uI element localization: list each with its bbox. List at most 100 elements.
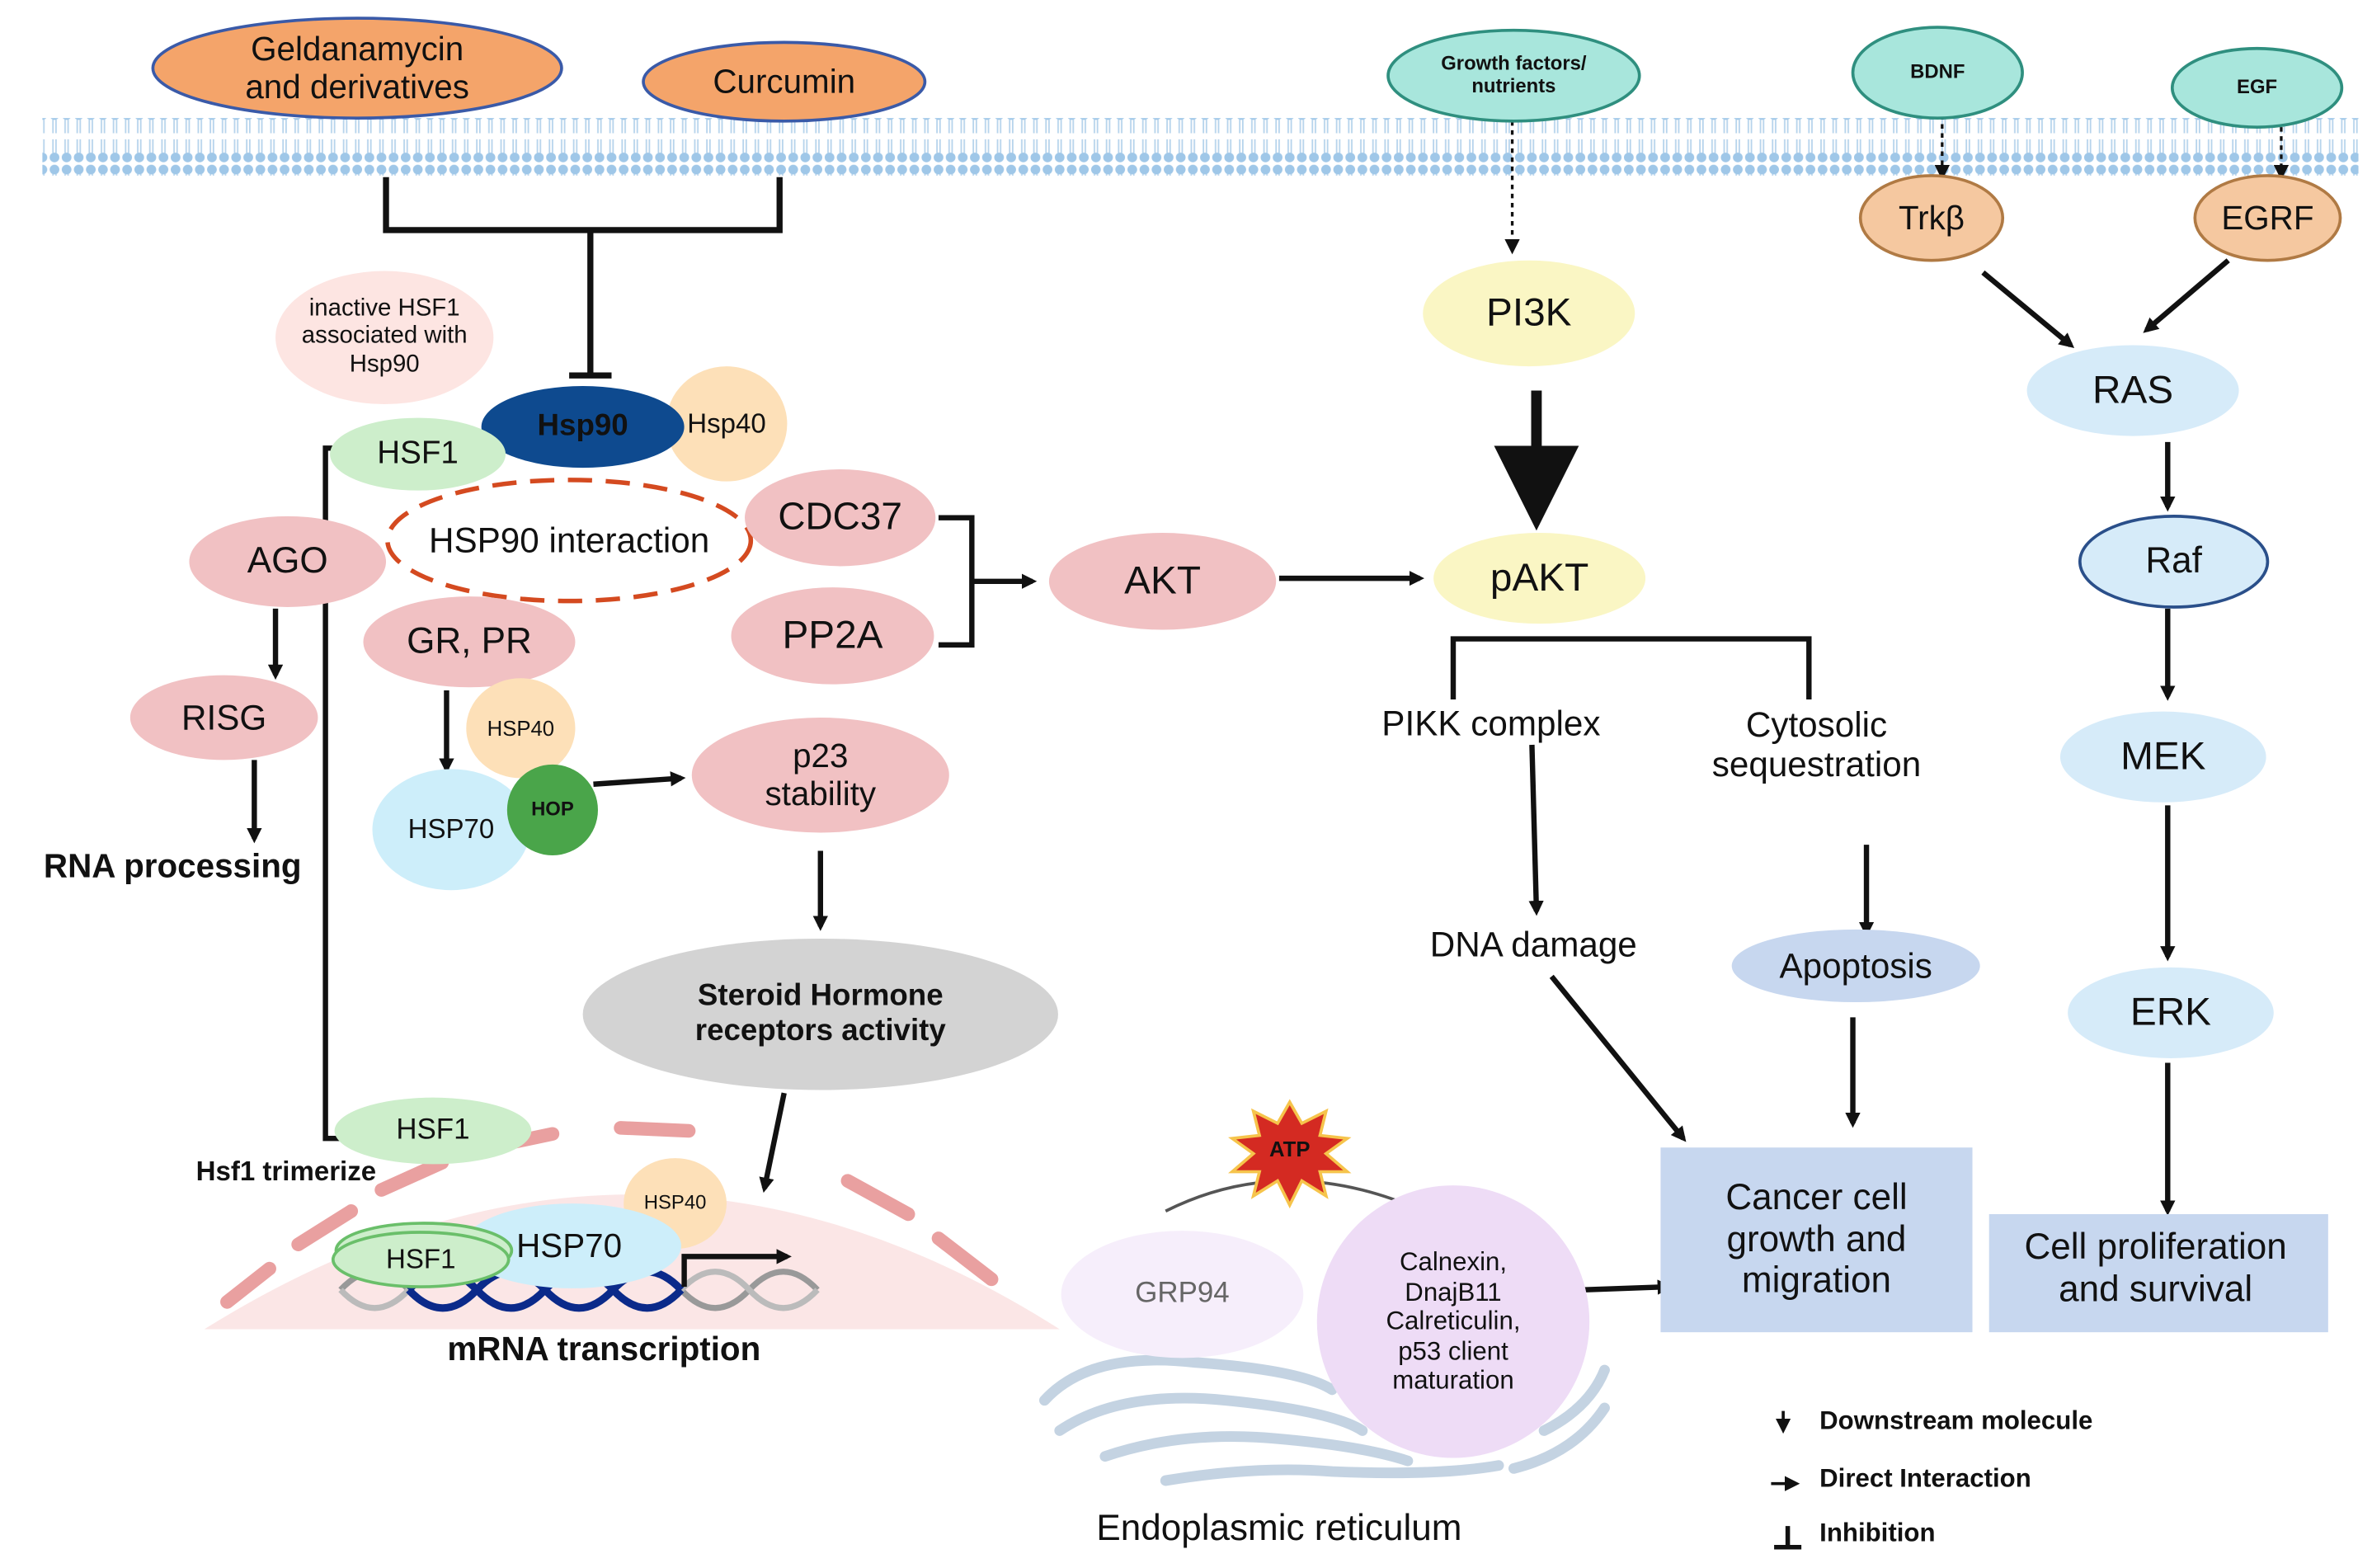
mek-ellipse: [2059, 711, 2266, 803]
hsp70-nuc-ellipse: [463, 1203, 681, 1288]
legend-downstream: Downstream molecule: [1819, 1406, 2093, 1435]
bracket-cdc37-pp2a: [938, 515, 975, 648]
ago-ellipse: [189, 516, 387, 607]
grpr-label: GR, PR: [407, 620, 532, 662]
inhibition-bracket: [383, 177, 783, 379]
apoptosis-label: Apoptosis: [1779, 945, 1932, 986]
proliferation-box: [1988, 1213, 2328, 1333]
pakt-ellipse: [1433, 533, 1646, 624]
erk-ellipse: [2068, 967, 2274, 1058]
atp-burst: [1228, 1099, 1352, 1209]
hsp40-mid-ellipse: [466, 678, 576, 779]
raf-label: Raf: [2145, 540, 2202, 582]
legend-direct: Direct Interaction: [1819, 1463, 2031, 1493]
hsf1-top-label: HSF1: [377, 436, 459, 471]
hsf1-trimer-label: HSF1: [396, 1114, 470, 1147]
er-membranes: [1039, 1354, 1610, 1486]
mrna-transcription-label: mRNA transcription: [447, 1330, 761, 1368]
hsf1-top-ellipse: [330, 417, 506, 491]
trkb-label: Trkβ: [1898, 199, 1965, 237]
hsp40-nuc-label: HSP40: [643, 1190, 707, 1214]
raf-ellipse: [2078, 515, 2270, 609]
pikk-complex-label: PIKK complex: [1381, 704, 1601, 743]
hsf1-trimer-ellipse: [334, 1097, 532, 1165]
cell-membrane: [42, 118, 2359, 176]
hsp70-nuc-label: HSP70: [516, 1227, 623, 1265]
arrow-egrf-ras: [2143, 258, 2230, 333]
arrow-trkb-ras: [1981, 270, 2075, 348]
egrf-ellipse: [2193, 174, 2342, 262]
grpr-ellipse: [363, 596, 576, 688]
hsp70-mid-ellipse: [372, 769, 530, 891]
pi3k-ellipse: [1423, 260, 1635, 367]
pp2a-ellipse: [731, 587, 934, 685]
hsp40-mid-label: HSP40: [487, 716, 555, 741]
curcumin-label: Curcumin: [713, 62, 856, 101]
apoptosis-ellipse: [1731, 929, 1980, 1003]
hsf1-trimerize-label: Hsf1 trimerize: [195, 1156, 377, 1187]
hsp90-interaction-label: HSP90 interaction: [428, 520, 710, 560]
hsp40-top-ellipse: [666, 366, 788, 482]
arrow-steroid-nucleus: [759, 1092, 787, 1194]
pakt-branch: [1450, 636, 1812, 699]
arrow-dna-cancer: [1549, 974, 1687, 1142]
hsp90-interaction-ellipse: [385, 478, 754, 604]
growth-factors-ellipse: [1386, 28, 1641, 123]
hsp40-top-label: Hsp40: [687, 407, 766, 439]
dna-damage-label: DNA damage: [1429, 925, 1637, 964]
hsf1-nuc-ellipse: [331, 1231, 511, 1288]
cdc37-ellipse: [745, 469, 936, 567]
legend-icons: [1771, 1410, 1802, 1550]
atp-label: ATP: [1269, 1137, 1311, 1161]
arrow-pikk-dna: [1528, 744, 1544, 916]
pp2a-label: PP2A: [782, 611, 883, 657]
hsf1-nuc-label: HSF1: [386, 1244, 456, 1274]
arrow-er-cancer: [1583, 1279, 1673, 1295]
risg-ellipse: [129, 675, 318, 760]
inactive-note-bg: [275, 271, 494, 405]
grp94-label: GRP94: [1135, 1278, 1230, 1310]
cancer-box: [1660, 1147, 1973, 1333]
bdnf-ellipse: [1851, 26, 2024, 120]
legend-inhibition: Inhibition: [1819, 1518, 1936, 1547]
egf-ellipse: [2170, 46, 2344, 129]
ago-label: AGO: [247, 540, 328, 582]
legend-inhibition-icon: [1774, 1526, 1802, 1550]
ras-label: RAS: [2092, 366, 2174, 412]
hsp90-label: Hsp90: [537, 409, 628, 443]
akt-label: AKT: [1124, 557, 1202, 603]
er-label: Endoplasmic reticulum: [1096, 1508, 1462, 1549]
erk-label: ERK: [2130, 988, 2212, 1034]
ras-ellipse: [2026, 345, 2239, 436]
cdc37-label: CDC37: [778, 496, 902, 539]
hop-circle: [506, 764, 598, 856]
pakt-label: pAKT: [1490, 553, 1589, 600]
grp94-ellipse: [1061, 1231, 1304, 1358]
hsp70-mid-label: HSP70: [407, 813, 495, 845]
geldanamycin-ellipse: [151, 16, 563, 120]
arrow-hop-p23: [593, 771, 686, 787]
hop-label: HOP: [531, 797, 574, 820]
hsp90-ellipse: [481, 386, 685, 469]
akt-ellipse: [1048, 533, 1277, 630]
clients-ellipse: [1316, 1185, 1590, 1458]
bdnf-label: BDNF: [1910, 59, 1965, 83]
p23-ellipse: [691, 717, 949, 833]
rna-processing-label: RNA processing: [43, 846, 302, 885]
steroid-ellipse: [582, 938, 1058, 1090]
curcumin-ellipse: [642, 40, 927, 123]
growth-factors-label: Growth factors/nutrients: [1441, 51, 1587, 97]
pi3k-label: PI3K: [1486, 289, 1572, 335]
egf-label: EGF: [2237, 74, 2278, 98]
mek-label: MEK: [2120, 732, 2206, 779]
trkb-ellipse: [1858, 174, 2005, 262]
